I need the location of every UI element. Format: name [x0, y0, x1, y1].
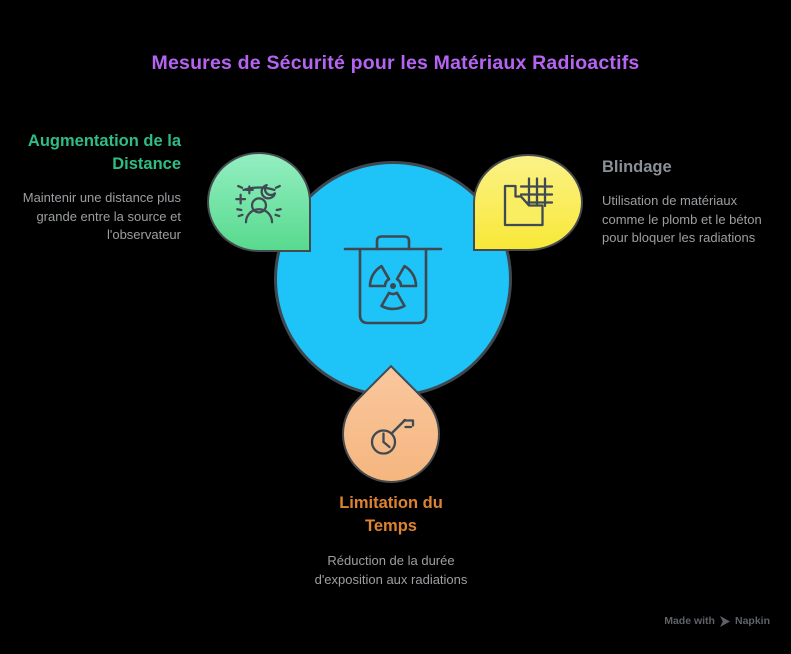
heading-blindage: Blindage	[602, 158, 672, 176]
bubble-blindage	[473, 154, 583, 251]
heading-temps: Limitation du Temps	[339, 494, 443, 535]
description-distance: Maintenir une distance plus grande entre…	[22, 190, 181, 242]
napkin-logo-icon	[719, 615, 730, 627]
description-temps: Réduction de la durée d'exposition aux r…	[314, 553, 468, 587]
bubble-temps	[321, 364, 461, 504]
person-stargazing-icon	[230, 173, 288, 231]
description-blindage: Utilisation de matériaux comme le plomb …	[602, 193, 762, 245]
napkin-watermark[interactable]: Made with Napkin	[664, 615, 770, 627]
watermark-brand: Napkin	[734, 615, 770, 627]
center-node-radioactive-material	[274, 161, 512, 397]
heading-distance: Augmentation de la Distance	[27, 132, 181, 173]
bubble-distance	[207, 152, 311, 252]
watermark-prefix: Made with	[664, 615, 715, 627]
label-distance: Augmentation de la Distance Maintenir un…	[20, 130, 181, 245]
radioactive-waste-bin-icon	[343, 229, 443, 329]
clock-key-icon	[361, 404, 421, 464]
shield-wall-grid-icon	[498, 173, 558, 233]
label-blindage: Blindage Utilisation de matériaux comme …	[602, 156, 768, 248]
page-title: Mesures de Sécurité pour les Matériaux R…	[151, 52, 640, 74]
label-temps: Limitation du Temps Réduction de la duré…	[281, 492, 501, 589]
